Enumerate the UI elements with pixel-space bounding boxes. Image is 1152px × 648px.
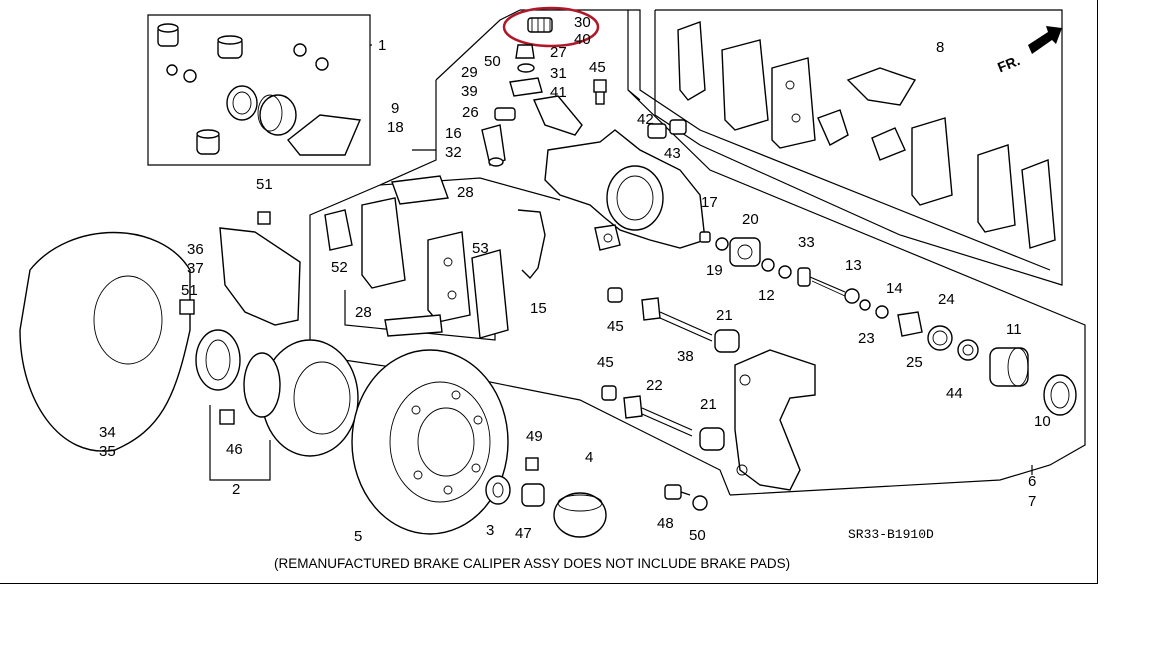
- label-7: 7: [1028, 493, 1036, 510]
- label-33: 33: [798, 234, 815, 251]
- label-18: 18: [387, 119, 404, 136]
- label-19: 19: [706, 262, 723, 279]
- arrow-icon: [1028, 26, 1062, 54]
- brake-pad-parts: [324, 21, 1056, 339]
- label-1: 1: [378, 37, 386, 54]
- bleeder-spring-part: [527, 17, 553, 33]
- label-16: 16: [445, 125, 462, 142]
- label-17: 17: [701, 194, 718, 211]
- label-14: 14: [886, 280, 903, 297]
- label-32: 32: [445, 144, 462, 161]
- diagram-caption: (REMANUFACTURED BRAKE CALIPER ASSY DOES …: [274, 556, 790, 571]
- label-34: 34: [99, 424, 116, 441]
- label-41: 41: [550, 84, 567, 101]
- caliper-bracket: [734, 349, 816, 491]
- label-37: 37: [187, 260, 204, 277]
- label-27: 27: [550, 44, 567, 61]
- front-direction-arrow: FR.: [995, 26, 1062, 75]
- label-26: 26: [462, 104, 479, 121]
- label-38: 38: [677, 348, 694, 365]
- label-13: 13: [845, 257, 862, 274]
- label-39: 39: [461, 83, 478, 100]
- label-20: 20: [742, 211, 759, 228]
- label-36: 36: [187, 241, 204, 258]
- label-40: 40: [574, 31, 591, 48]
- label-49: 49: [526, 428, 543, 445]
- label-2: 2: [232, 481, 240, 498]
- label-22: 22: [646, 377, 663, 394]
- label-47: 47: [515, 525, 532, 542]
- label-24: 24: [938, 291, 955, 308]
- label-3: 3: [486, 522, 494, 539]
- label-48: 48: [657, 515, 674, 532]
- part-labels: 1 2 3 4 5 6 7 8 9 10 11 12 13 14 15 16 1…: [99, 14, 1051, 545]
- diagram-code: SR33-B1910D: [848, 527, 934, 542]
- label-31: 31: [550, 65, 567, 82]
- label-44: 44: [946, 385, 963, 402]
- label-9: 9: [391, 100, 399, 117]
- label-46: 46: [226, 441, 243, 458]
- label-8: 8: [936, 39, 944, 56]
- seal-kit-box: [147, 14, 371, 166]
- label-29: 29: [461, 64, 478, 81]
- label-53: 53: [472, 240, 489, 257]
- small-hardware-parts: [601, 231, 1077, 491]
- direction-label: FR.: [995, 52, 1022, 75]
- label-28b: 28: [355, 304, 372, 321]
- seal-kit-parts: [157, 23, 362, 156]
- highlight-ellipse: [502, 6, 600, 48]
- label-52: 52: [331, 259, 348, 276]
- label-35: 35: [99, 443, 116, 460]
- label-12: 12: [758, 287, 775, 304]
- label-43: 43: [664, 145, 681, 162]
- label-50b: 50: [689, 527, 706, 544]
- label-30: 30: [574, 14, 591, 31]
- label-51b: 51: [181, 282, 198, 299]
- label-28a: 28: [457, 184, 474, 201]
- label-23: 23: [858, 330, 875, 347]
- label-51a: 51: [256, 176, 273, 193]
- hub-rotor-parts: [19, 211, 708, 538]
- label-15: 15: [530, 300, 547, 317]
- label-6: 6: [1028, 473, 1036, 490]
- label-5: 5: [354, 528, 362, 545]
- diagram-frame: [0, 0, 1098, 584]
- label-50a: 50: [484, 53, 501, 70]
- label-21a: 21: [716, 307, 733, 324]
- label-45b: 45: [607, 318, 624, 335]
- label-42: 42: [637, 111, 654, 128]
- label-25: 25: [906, 354, 923, 371]
- brake-rotor: [351, 349, 509, 535]
- label-10: 10: [1034, 413, 1051, 430]
- label-4: 4: [585, 449, 593, 466]
- label-21b: 21: [700, 396, 717, 413]
- label-11: 11: [1006, 321, 1022, 338]
- label-45c: 45: [597, 354, 614, 371]
- label-45a: 45: [589, 59, 606, 76]
- backing-plate: [19, 231, 191, 452]
- caliper-parts: [481, 6, 706, 251]
